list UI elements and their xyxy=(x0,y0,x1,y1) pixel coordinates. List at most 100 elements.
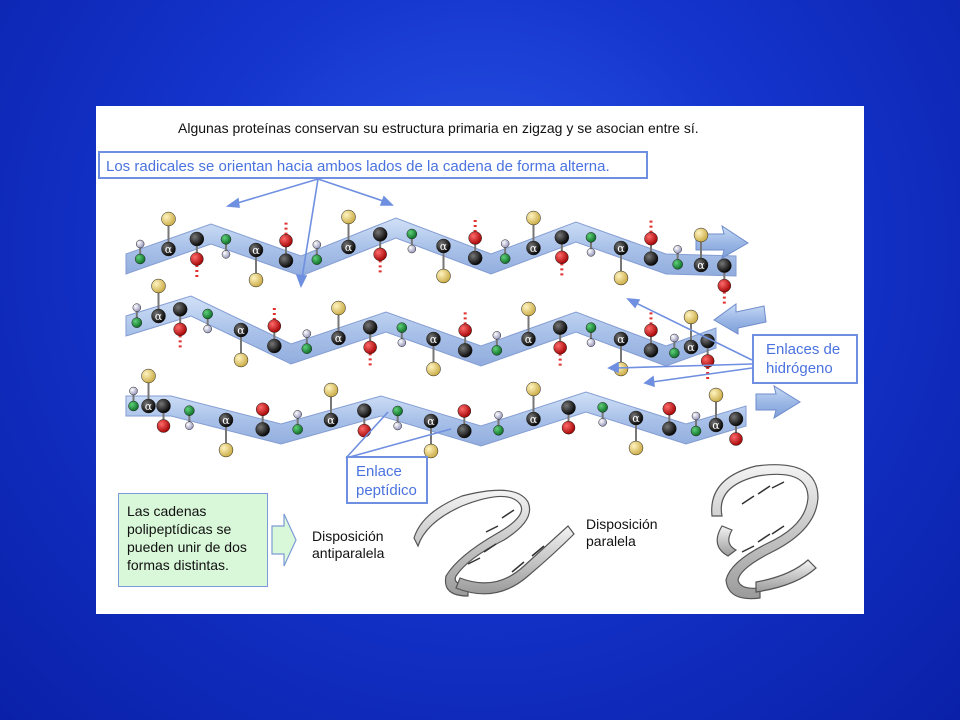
alpha-carbon-label: α xyxy=(525,333,533,346)
radical-group xyxy=(526,210,541,226)
carbon-atom xyxy=(278,253,294,268)
nitrogen-atom xyxy=(220,234,232,245)
parallel-coil-illustration xyxy=(711,464,819,600)
nitrogen-atom xyxy=(292,424,303,435)
alpha-carbon-label: α xyxy=(530,413,538,426)
nitrogen-atom xyxy=(131,317,143,328)
alpha-carbon-label: α xyxy=(617,333,625,346)
carbon-atom xyxy=(436,238,451,254)
carbon-atom xyxy=(362,320,378,335)
radical-group xyxy=(141,368,156,384)
radical-group xyxy=(151,278,166,294)
hydrogen-atom xyxy=(185,421,194,430)
carbon-atom xyxy=(526,240,541,256)
radical-group xyxy=(423,443,439,459)
hydrogen-atom xyxy=(393,421,402,431)
nitrogen-atom xyxy=(672,259,683,270)
nitrogen-atom xyxy=(491,345,503,356)
carbon-atom xyxy=(141,398,156,414)
carbon-atom xyxy=(341,239,356,255)
carbon-atom xyxy=(255,422,270,437)
carbon-atom xyxy=(161,241,176,257)
beta-strand-1 xyxy=(125,217,737,277)
alpha-carbon-label: α xyxy=(222,414,230,427)
carbon-atom xyxy=(248,242,264,258)
hydrogen-atom xyxy=(221,250,231,259)
carbon-atom xyxy=(457,423,472,439)
radical-group xyxy=(248,272,264,288)
nitrogen-atom xyxy=(134,253,146,265)
parallel-label: Disposición paralela xyxy=(586,516,658,550)
alpha-carbon-label: α xyxy=(237,324,245,337)
carbon-atom xyxy=(683,339,699,355)
carbon-atom xyxy=(372,227,388,242)
carbon-atom xyxy=(717,258,732,273)
oxygen-atom xyxy=(729,432,743,446)
carbon-atom xyxy=(613,240,629,256)
nitrogen-atom xyxy=(396,322,408,333)
oxygen-atom xyxy=(717,278,732,293)
radical-group xyxy=(683,309,699,325)
hydrogen-atom xyxy=(129,386,138,396)
nitrogen-atom xyxy=(202,308,213,320)
strand-2-arrow xyxy=(713,303,767,335)
oxygen-atom xyxy=(156,419,171,433)
oxygen-atom xyxy=(373,247,387,262)
oxygen-atom xyxy=(644,231,658,246)
hydrogen-atom xyxy=(397,338,407,347)
radical-group xyxy=(341,209,356,225)
alpha-carbon-label: α xyxy=(617,242,625,255)
chains-note: Las cadenas polipeptídicas se pueden uni… xyxy=(118,493,268,587)
peptide-bond-label-line-2: peptídico xyxy=(356,482,417,499)
antiparallel-label-line-1: Disposición xyxy=(312,528,384,544)
parallel-label-line-2: paralela xyxy=(586,533,636,549)
nitrogen-atom xyxy=(597,402,608,413)
nitrogen-atom xyxy=(493,425,504,436)
radical-group xyxy=(693,227,709,243)
carbon-atom xyxy=(426,331,441,347)
carbon-atom xyxy=(662,421,677,436)
oxygen-atom xyxy=(190,252,204,266)
hydrogen-atom xyxy=(293,410,302,419)
alpha-carbon-label: α xyxy=(145,400,153,413)
antiparallel-label: Disposición antiparalela xyxy=(312,528,384,562)
hydrogen-bond-callout: Enlaces de hidrógeno xyxy=(752,334,858,384)
nitrogen-atom xyxy=(184,405,195,416)
carbon-atom xyxy=(267,338,282,354)
carbon-atom xyxy=(189,231,205,247)
carbon-atom xyxy=(172,302,188,317)
hydrogen-atom xyxy=(691,411,701,421)
alpha-carbon-label: α xyxy=(697,259,705,272)
hydrogen-atom xyxy=(500,239,510,248)
alpha-carbon-label: α xyxy=(530,242,538,255)
carbon-atom xyxy=(693,257,709,273)
hydrogen-atom xyxy=(494,411,503,420)
carbon-atom xyxy=(151,308,166,324)
carbon-atom xyxy=(357,403,372,418)
carbon-atom xyxy=(467,250,483,266)
nitrogen-atom xyxy=(499,253,511,264)
radicals-callout: Los radicales se orientan hacia ambos la… xyxy=(98,151,648,179)
hydrogen-bond-label-line-2: hidrógeno xyxy=(766,360,833,377)
carbon-atom xyxy=(628,410,644,426)
oxygen-atom xyxy=(267,319,282,333)
carbon-atom xyxy=(643,251,659,266)
hydrogen-atom xyxy=(598,418,607,427)
radical-group xyxy=(331,300,346,316)
radical-group xyxy=(426,361,441,377)
carbon-atom xyxy=(521,331,536,347)
nitrogen-atom xyxy=(392,405,403,417)
carbon-atom xyxy=(554,230,570,245)
alpha-carbon-label: α xyxy=(427,415,435,428)
carbon-atom xyxy=(643,343,659,358)
nitrogen-atom xyxy=(585,232,597,243)
radical-group xyxy=(521,301,536,317)
radicals-callout-text: Los radicales se orientan hacia ambos la… xyxy=(106,158,610,175)
peptide-bond-callout: Enlace peptídico xyxy=(346,456,428,504)
hydrogen-atom xyxy=(132,303,142,312)
nitrogen-atom xyxy=(301,343,313,354)
chains-note-line-4: formas distintas. xyxy=(127,557,229,573)
chains-note-line-1: Las cadenas xyxy=(127,503,207,519)
nitrogen-atom xyxy=(406,228,418,240)
oxygen-atom xyxy=(457,404,472,418)
